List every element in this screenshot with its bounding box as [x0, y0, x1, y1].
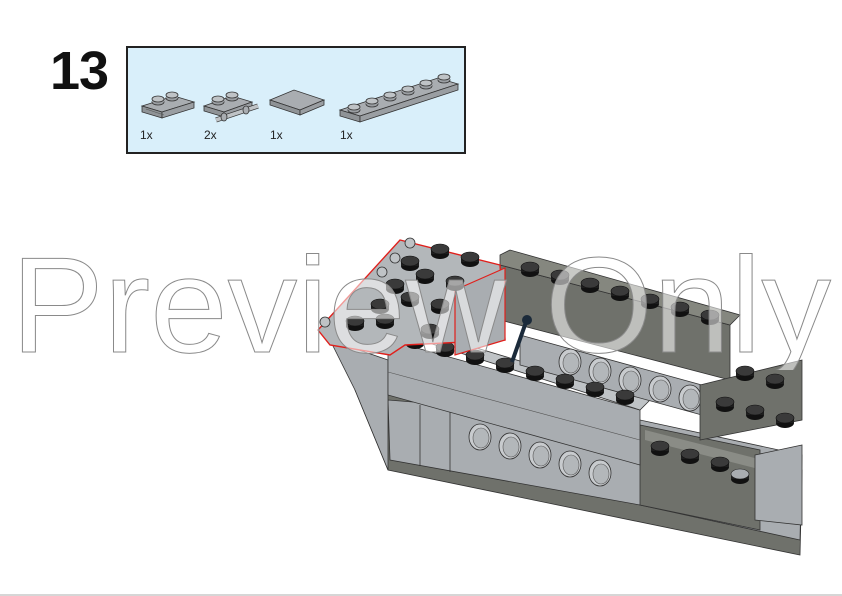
bow — [329, 339, 389, 471]
part-quantity: 1x — [140, 128, 153, 142]
parts-callout: 1x 2x 1x 1x — [126, 46, 466, 154]
part-quantity: 1x — [270, 128, 283, 142]
part-tile-icon — [268, 89, 326, 116]
part-plate-1x6-icon — [338, 73, 460, 123]
part-plate-handles-icon — [202, 91, 259, 123]
part-plate-door-rail-icon — [140, 91, 196, 119]
part-quantity: 2x — [204, 128, 217, 142]
page-bottom-border — [0, 594, 842, 596]
part-quantity: 1x — [340, 128, 353, 142]
step-number: 13 — [50, 41, 109, 101]
hull-upper-band — [387, 339, 641, 466]
lever — [510, 321, 528, 363]
